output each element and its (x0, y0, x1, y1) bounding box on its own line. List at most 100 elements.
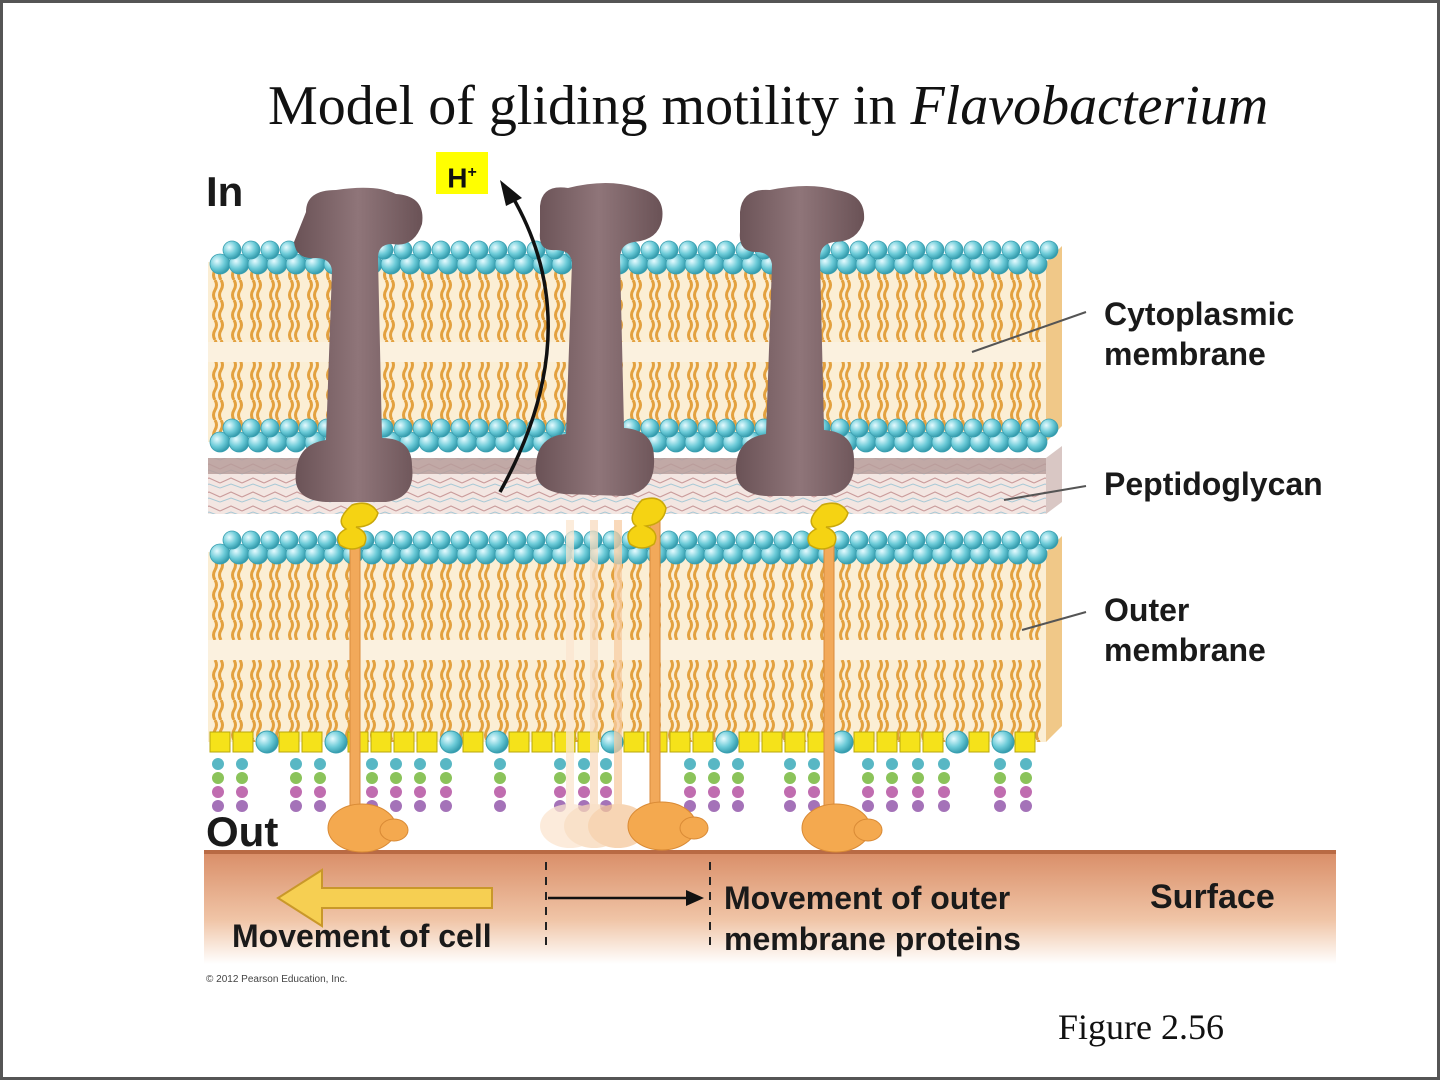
lipid-head (697, 418, 717, 438)
lipid-head (507, 530, 527, 550)
sugar-unit (684, 800, 696, 812)
lps-core (623, 731, 645, 753)
lps-core (899, 731, 921, 753)
sugar-unit (1020, 800, 1032, 812)
lps-core (508, 731, 530, 753)
motor-protein-1 (294, 187, 423, 502)
sugar-unit (414, 772, 426, 784)
lipid-head (526, 530, 546, 550)
sugar-unit (1020, 772, 1032, 784)
sugar-unit (994, 758, 1006, 770)
sugar-unit (912, 800, 924, 812)
lipid-head (925, 530, 945, 550)
lps-core (232, 731, 254, 753)
sugar-unit (684, 772, 696, 784)
lipid-head (945, 730, 969, 754)
copyright-notice: © 2012 Pearson Education, Inc. (206, 974, 348, 985)
lipid-head (963, 418, 983, 438)
lipid-head (925, 240, 945, 260)
lps-core (922, 731, 944, 753)
lipid-head (982, 240, 1002, 260)
movement-of-cell-label: Movement of cell (232, 918, 492, 954)
surface-label: Surface (1150, 878, 1275, 916)
lipid-head (431, 418, 451, 438)
lipid-head (260, 240, 280, 260)
sugar-unit (808, 786, 820, 798)
lipid-head (716, 240, 736, 260)
lipid-head (678, 240, 698, 260)
lipid-head (716, 418, 736, 438)
lipid-head (279, 418, 299, 438)
cell-movement-arrow (276, 868, 493, 928)
proton-label: H+ (436, 152, 488, 194)
lipid-head (545, 530, 565, 550)
sugar-unit (414, 800, 426, 812)
lipid-head (279, 530, 299, 550)
sugar-unit (600, 786, 612, 798)
lipid-head (868, 240, 888, 260)
sugar-unit (732, 786, 744, 798)
sugar-unit (808, 758, 820, 770)
sugar-unit (732, 800, 744, 812)
sugar-unit (494, 800, 506, 812)
outer-membrane-label: Outer membrane (1104, 592, 1266, 668)
lipid-head (222, 240, 242, 260)
lipid-head (507, 240, 527, 260)
lipid-head (324, 730, 348, 754)
lipid-head (241, 418, 261, 438)
lipid-head (450, 240, 470, 260)
lipid-head (545, 418, 565, 438)
sugar-unit (938, 800, 950, 812)
lipid-head (260, 530, 280, 550)
sugar-unit (994, 786, 1006, 798)
lipid-head (412, 418, 432, 438)
title-genus: Flavobacterium (910, 75, 1269, 137)
lps-core (1014, 731, 1036, 753)
sugar-unit (212, 772, 224, 784)
sugar-unit (212, 786, 224, 798)
sugar-unit (236, 786, 248, 798)
sugar-unit (554, 772, 566, 784)
sugar-unit (440, 800, 452, 812)
lps-core (692, 731, 714, 753)
peptidoglycan-label: Peptidoglycan (1104, 466, 1323, 502)
lipid-head (830, 240, 850, 260)
sugar-unit (808, 772, 820, 784)
sugar-unit (708, 786, 720, 798)
lipid-head (697, 240, 717, 260)
lipid-head (659, 530, 679, 550)
lipid-head (412, 240, 432, 260)
sugar-unit (314, 800, 326, 812)
lipid-head (982, 418, 1002, 438)
lipid-head (298, 418, 318, 438)
sugar-unit (732, 758, 744, 770)
lipid-head (485, 730, 509, 754)
sugar-unit (938, 772, 950, 784)
lps-core (278, 731, 300, 753)
lipid-head (735, 418, 755, 438)
lipid-head (241, 240, 261, 260)
sugar-unit (994, 772, 1006, 784)
sugar-unit (578, 786, 590, 798)
connector-proteins (337, 497, 849, 550)
sugar-unit (440, 772, 452, 784)
sugar-unit (290, 772, 302, 784)
sugar-unit (236, 758, 248, 770)
lipid-head (697, 530, 717, 550)
sugar-unit (938, 758, 950, 770)
lipid-head (640, 240, 660, 260)
lipid-head (450, 530, 470, 550)
protein-movement-arrow (545, 862, 711, 950)
sugar-unit (938, 786, 950, 798)
cytoplasmic-membrane (208, 240, 1062, 453)
sugar-unit (212, 800, 224, 812)
inside-label: In (206, 168, 244, 215)
cytoplasmic-membrane-label: Cytoplasmic membrane (1104, 296, 1295, 372)
lipid-head (393, 418, 413, 438)
lipid-head (431, 530, 451, 550)
lipid-head (735, 530, 755, 550)
sugar-unit (390, 800, 402, 812)
sugar-unit (314, 758, 326, 770)
lipid-head (412, 530, 432, 550)
label-leader-lines (971, 311, 1087, 631)
